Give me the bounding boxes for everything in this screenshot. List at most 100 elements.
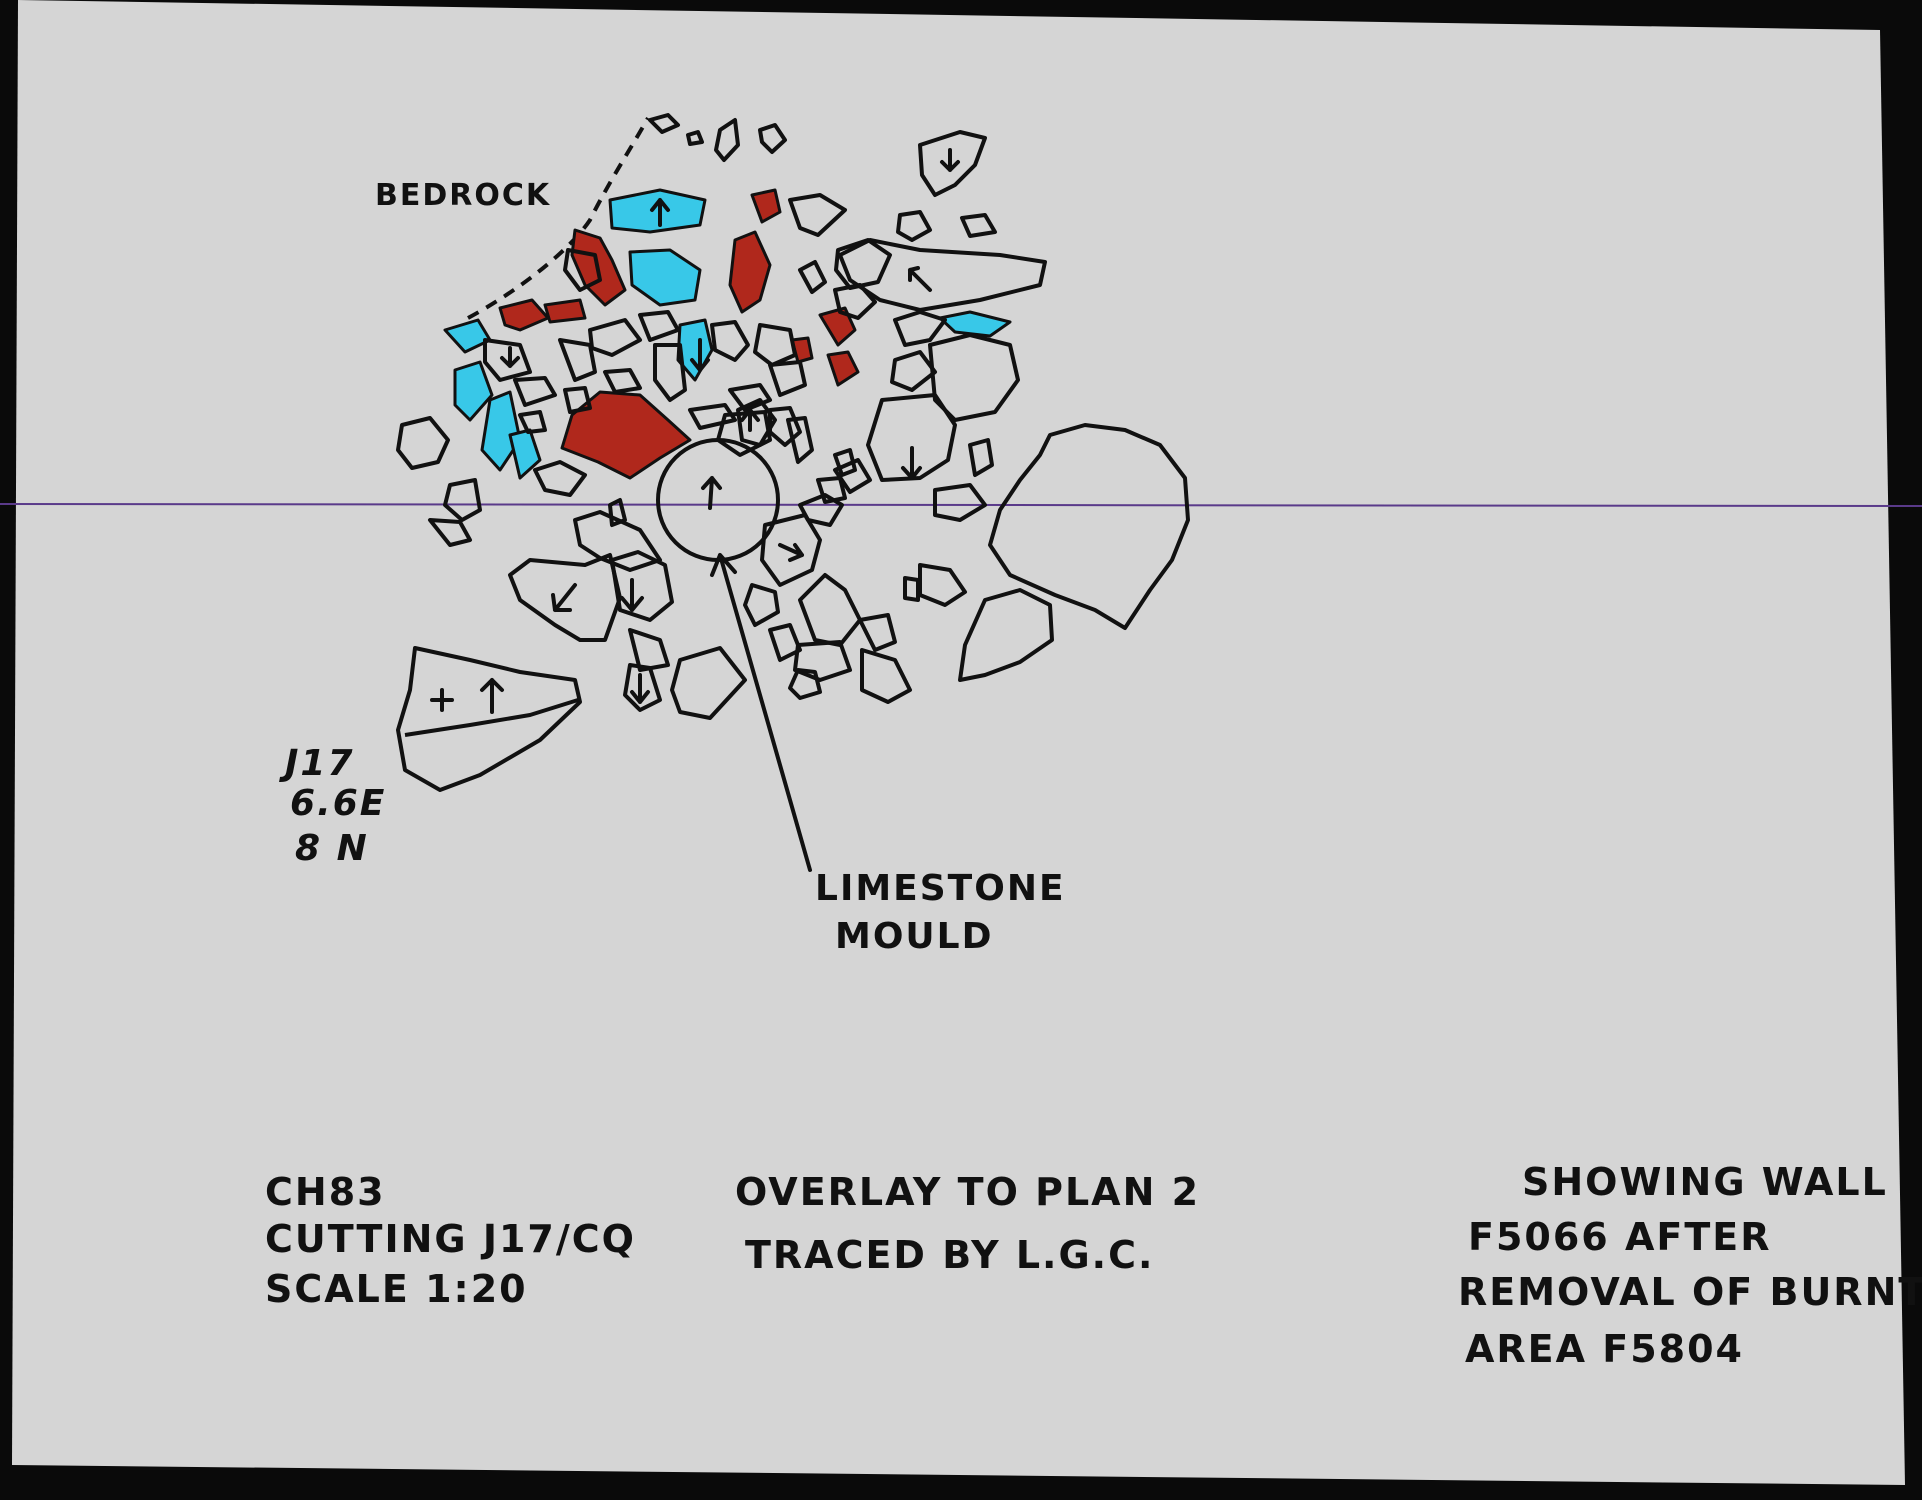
stone <box>518 410 547 434</box>
arrow-symbol <box>940 148 960 172</box>
footer-left-line1: CH83 <box>265 1170 386 1214</box>
stone <box>563 386 592 414</box>
stone <box>483 338 532 382</box>
stone <box>968 438 994 477</box>
stone <box>396 646 582 792</box>
arrow-symbol <box>690 338 710 372</box>
stone <box>890 350 937 392</box>
limestone-mould-label-line1: LIMESTONE <box>815 868 1066 909</box>
stone <box>758 123 787 154</box>
stone <box>563 248 602 292</box>
limestone-mould-label-line2: MOULD <box>835 916 993 957</box>
stones-blue <box>443 188 1012 480</box>
stone <box>893 310 947 347</box>
stone <box>743 583 780 627</box>
paper-background <box>12 0 1905 1485</box>
stones-far-right <box>903 423 1190 682</box>
arrow-symbol <box>908 266 932 292</box>
stone <box>686 130 704 146</box>
stone <box>858 613 897 652</box>
arrow-symbol <box>630 673 650 704</box>
burnt-stone <box>750 188 782 224</box>
stone <box>960 213 997 238</box>
stone <box>716 410 772 457</box>
footer-right-line1: SHOWING WALL <box>1522 1160 1888 1204</box>
stone <box>768 623 802 662</box>
stone <box>896 210 932 242</box>
stone <box>866 393 957 482</box>
stone <box>860 648 912 704</box>
stone <box>714 118 740 162</box>
stone <box>628 628 670 672</box>
stones-right <box>736 398 912 704</box>
stone <box>513 376 557 407</box>
stone <box>833 458 872 494</box>
stone <box>816 476 847 504</box>
stone-division <box>404 698 579 737</box>
stone <box>428 518 472 547</box>
grid-ref-line2: 6.6E <box>290 783 386 824</box>
stone <box>533 460 587 497</box>
stone <box>788 668 822 700</box>
grid-ref-line3: 8 N <box>295 828 369 869</box>
stone <box>760 513 822 587</box>
bedrock-edge-dashed <box>467 117 650 320</box>
scan-line <box>0 503 1922 507</box>
stones-upper-right <box>833 266 1020 522</box>
stone <box>903 576 920 602</box>
stone <box>798 260 827 294</box>
arrow-symbol <box>551 583 577 612</box>
footer-right-line4: AREA F5804 <box>1465 1327 1744 1371</box>
stone <box>793 640 852 682</box>
stone <box>786 416 814 464</box>
plus-symbol <box>430 688 454 712</box>
stone <box>958 588 1054 682</box>
stone <box>788 193 847 237</box>
arrow-symbol <box>701 476 722 510</box>
footer-center-line1: OVERLAY TO PLAN 2 <box>735 1170 1200 1214</box>
footer-right-line3: REMOVAL OF BURNT <box>1458 1270 1922 1314</box>
stone <box>623 663 662 712</box>
blue-stone <box>608 188 707 234</box>
arrow-symbol <box>650 198 670 227</box>
stone <box>670 646 747 720</box>
limestone-mould <box>656 438 812 872</box>
stone <box>443 478 482 522</box>
stone <box>933 483 987 522</box>
arrow-symbol <box>620 578 644 612</box>
stone <box>728 383 772 412</box>
burnt-stone <box>728 230 772 314</box>
stone <box>648 113 680 134</box>
stone <box>918 130 987 197</box>
stone <box>753 323 797 367</box>
stone <box>688 403 737 430</box>
arrow-symbol <box>480 678 504 714</box>
bedrock-label: BEDROCK <box>375 178 551 213</box>
stone <box>396 416 450 470</box>
mould-pointer-line <box>710 553 812 872</box>
footer-center-line2: TRACED BY L.G.C. <box>745 1233 1154 1277</box>
blue-stone <box>628 248 702 307</box>
stone-large-bottom-left <box>396 646 582 792</box>
grid-ref-line1: J17 <box>279 743 355 784</box>
stone <box>736 398 777 447</box>
burnt-stone <box>818 306 857 347</box>
stone <box>508 553 622 642</box>
stone <box>638 310 680 342</box>
stone <box>988 423 1190 630</box>
stone <box>653 343 687 402</box>
blue-stone <box>453 360 494 422</box>
stone <box>710 320 750 362</box>
burnt-stone <box>560 390 692 480</box>
stone <box>610 550 674 622</box>
arrow-symbol <box>500 346 520 368</box>
blue-stone <box>938 310 1012 338</box>
blue-stone <box>480 390 522 472</box>
burnt-stone <box>498 298 550 332</box>
footer-left-line3: SCALE 1:20 <box>265 1267 528 1311</box>
blue-stone <box>508 428 542 480</box>
stone <box>768 360 807 397</box>
arrow-symbol <box>740 408 760 432</box>
